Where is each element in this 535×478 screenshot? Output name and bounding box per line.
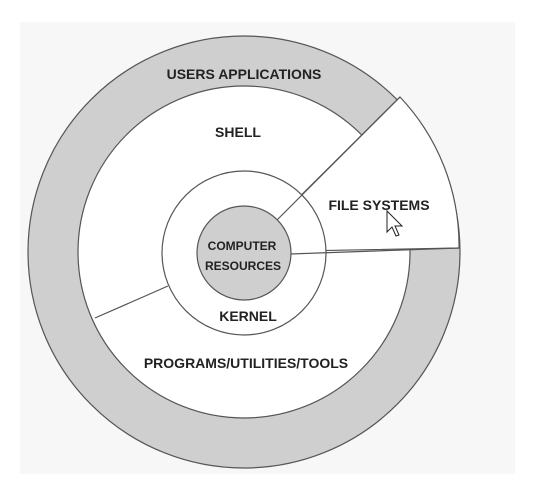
shell-label: SHELL <box>215 124 261 140</box>
mouse-cursor-icon <box>386 209 404 237</box>
file-systems-label: FILE SYSTEMS <box>328 197 429 213</box>
programs-utilities-tools-label: PROGRAMS/UTILITIES/TOOLS <box>144 355 348 371</box>
computer-label: COMPUTER <box>208 239 277 253</box>
computer-resources-core <box>196 205 292 301</box>
file-systems-lower-edge <box>289 247 460 255</box>
file-systems-upper-edge <box>276 96 401 221</box>
users-applications-label: USERS APPLICATIONS <box>167 66 322 82</box>
kernel-label: KERNEL <box>219 308 277 324</box>
shell-programs-divider <box>94 285 169 319</box>
resources-label: RESOURCES <box>205 259 281 273</box>
